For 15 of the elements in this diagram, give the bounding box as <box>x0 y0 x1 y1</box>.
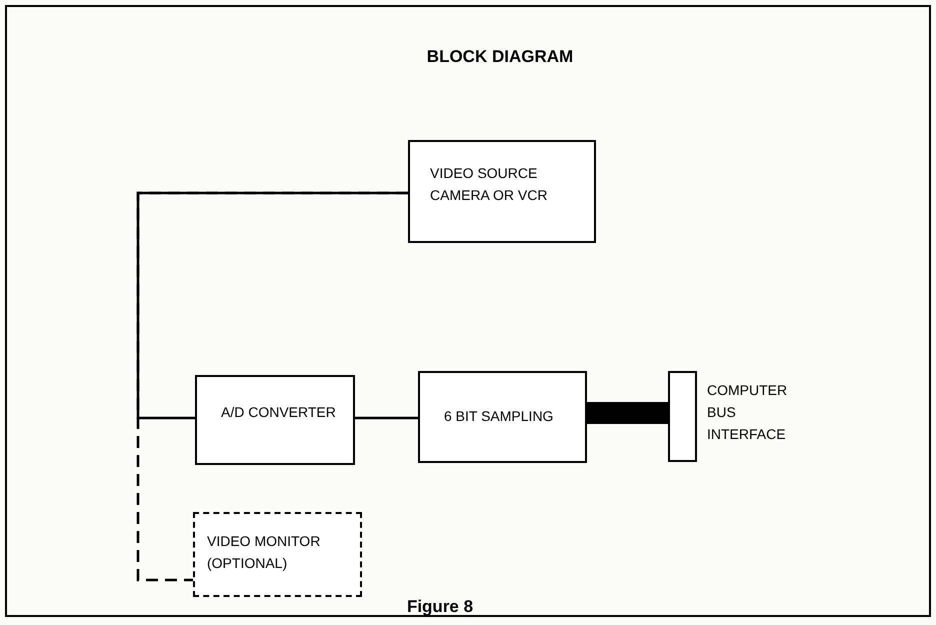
thick-bus-line <box>587 402 668 424</box>
box-label: VIDEO SOURCE CAMERA OR VCR <box>430 164 548 205</box>
process-box <box>418 371 587 463</box>
process-box <box>195 375 355 465</box>
side-label: COMPUTER BUS INTERFACE <box>707 381 788 444</box>
box-label: VIDEO MONITOR (OPTIONAL) <box>207 532 322 573</box>
connector-line <box>355 416 418 420</box>
figure-caption: Figure 8 <box>406 596 474 618</box>
box-label: A/D CONVERTER <box>221 403 337 422</box>
box-label: 6 BIT SAMPLING <box>444 407 554 426</box>
connector-line <box>136 192 408 582</box>
process-box <box>193 512 362 597</box>
interface-bar <box>668 371 697 462</box>
process-box <box>408 140 596 243</box>
diagram-title: BLOCK DIAGRAM <box>426 46 574 68</box>
